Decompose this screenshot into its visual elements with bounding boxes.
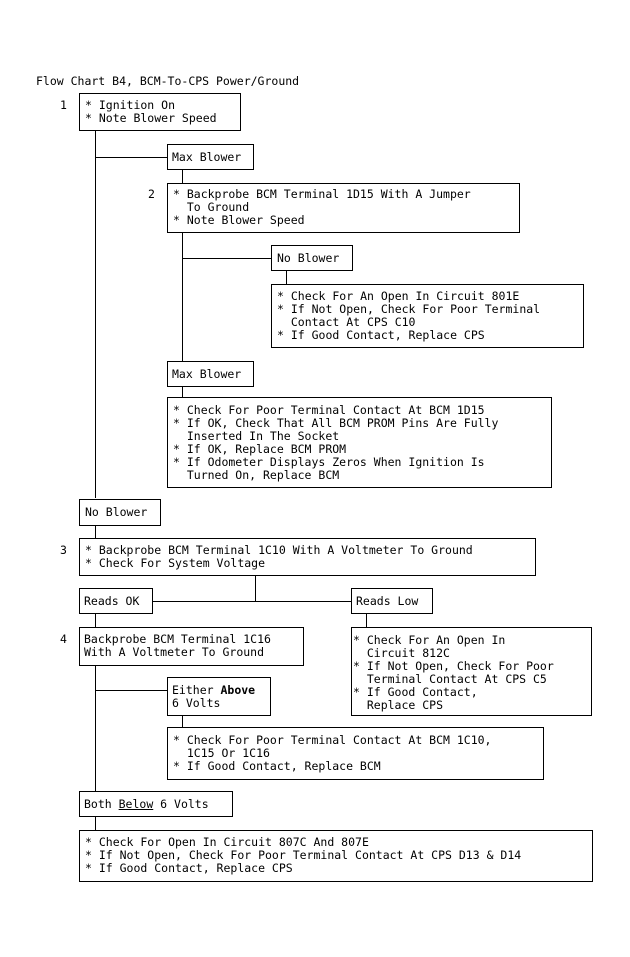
connector-either-above-down (182, 716, 183, 728)
connector-to-either-above (95, 690, 167, 691)
result-line: * Check For Poor Terminal Contact At BCM… (173, 733, 492, 747)
connector-reads-branch (153, 601, 351, 602)
reads-ok-label: Reads OK (79, 588, 153, 614)
step-1-line: * Note Blower Speed (85, 111, 217, 125)
result-box-bcm-1c10: * Check For Poor Terminal Contact At BCM… (167, 727, 544, 780)
connector-to-max-blower-1 (95, 157, 167, 158)
result-line: * If Good Contact, Replace CPS (85, 861, 293, 875)
connector-max-blower-2-down (182, 386, 183, 398)
result-line: * If Not Open, Check For Poor (353, 659, 554, 673)
page-title: Flow Chart B4, BCM-To-CPS Power/Ground (36, 74, 300, 88)
reads-low-label: Reads Low (351, 588, 433, 614)
result-line: * If Good Contact, Replace BCM (173, 759, 381, 773)
result-line: * If Good Contact, (353, 685, 478, 699)
max-blower-label-1: Max Blower (167, 144, 254, 170)
connector-both-below-down (95, 817, 96, 830)
result-line: * Check For An Open In Circuit 801E (277, 289, 520, 303)
result-line: * Check For Open In Circuit 807C And 807… (85, 835, 369, 849)
step-number-3: 3 (60, 543, 67, 557)
step-4-box: Backprobe BCM Terminal 1C16 With A Voltm… (79, 627, 304, 666)
step-2-box: * Backprobe BCM Terminal 1D15 With A Jum… (167, 183, 520, 233)
no-blower-label-outer: No Blower (79, 499, 161, 526)
step-4-line: With A Voltmeter To Ground (84, 645, 265, 659)
either-above-emphasis: Above (220, 683, 256, 697)
step-3-line: * Backprobe BCM Terminal 1C10 With A Vol… (85, 543, 473, 557)
step-number-1: 1 (60, 98, 67, 112)
result-line: Inserted In The Socket (173, 429, 340, 443)
connector-main-2 (95, 666, 96, 792)
result-box-open-812c: * Check For An Open In Circuit 812C * If… (351, 627, 592, 716)
connector-step-3-down (255, 576, 256, 601)
result-line: * If Not Open, Check For Poor Terminal (277, 302, 541, 316)
result-line: * If OK, Check That All BCM PROM Pins Ar… (173, 416, 499, 430)
result-line: * If OK, Replace BCM PROM (173, 442, 347, 456)
result-line: * If Odometer Displays Zeros When Igniti… (173, 455, 485, 469)
connector-step-2-down (182, 233, 183, 362)
result-box-open-801e: * Check For An Open In Circuit 801E * If… (271, 284, 584, 348)
result-box-open-807: * Check For Open In Circuit 807C And 807… (79, 830, 593, 882)
result-line: Terminal Contact At CPS C5 (353, 672, 547, 686)
connector-to-no-blower-inner (182, 258, 271, 259)
result-line: * Check For An Open In (353, 633, 506, 647)
step-number-2: 2 (148, 187, 155, 201)
step-2-line: To Ground (173, 200, 250, 214)
step-1-line: * Ignition On (85, 98, 176, 112)
step-3-line: * Check For System Voltage (85, 556, 266, 570)
result-line: * If Not Open, Check For Poor Terminal C… (85, 848, 522, 862)
result-line: Turned On, Replace BCM (173, 468, 340, 482)
step-4-line: Backprobe BCM Terminal 1C16 (84, 632, 271, 646)
connector-no-blower-inner-down (286, 271, 287, 285)
connector-max-blower-1-to-step-2 (182, 170, 183, 184)
result-box-bcm-1d15: * Check For Poor Terminal Contact At BCM… (167, 397, 552, 488)
result-line: * Check For Poor Terminal Contact At BCM… (173, 403, 485, 417)
result-line: 1C15 Or 1C16 (173, 746, 270, 760)
either-above-label: Either Above 6 Volts (167, 677, 271, 716)
result-line: Circuit 812C (353, 646, 450, 660)
step-1-box: * Ignition On * Note Blower Speed (79, 93, 241, 131)
step-number-4: 4 (60, 632, 67, 646)
both-below-label: Both Below 6 Volts (79, 791, 233, 817)
connector-main-1 (95, 131, 96, 498)
connector-reads-low-down (366, 614, 367, 627)
result-line: * If Good Contact, Replace CPS (277, 328, 485, 342)
step-2-line: * Note Blower Speed (173, 213, 305, 227)
step-3-box: * Backprobe BCM Terminal 1C10 With A Vol… (79, 538, 536, 576)
step-2-line: * Backprobe BCM Terminal 1D15 With A Jum… (173, 187, 471, 201)
no-blower-label-inner: No Blower (271, 245, 353, 271)
both-below-emphasis: Below (118, 797, 154, 811)
result-line: Replace CPS (353, 698, 444, 712)
max-blower-label-2: Max Blower (167, 361, 254, 387)
connector-reads-ok-down (95, 614, 96, 627)
connector-no-blower-outer-down (95, 525, 96, 539)
result-line: Contact At CPS C10 (277, 315, 416, 329)
